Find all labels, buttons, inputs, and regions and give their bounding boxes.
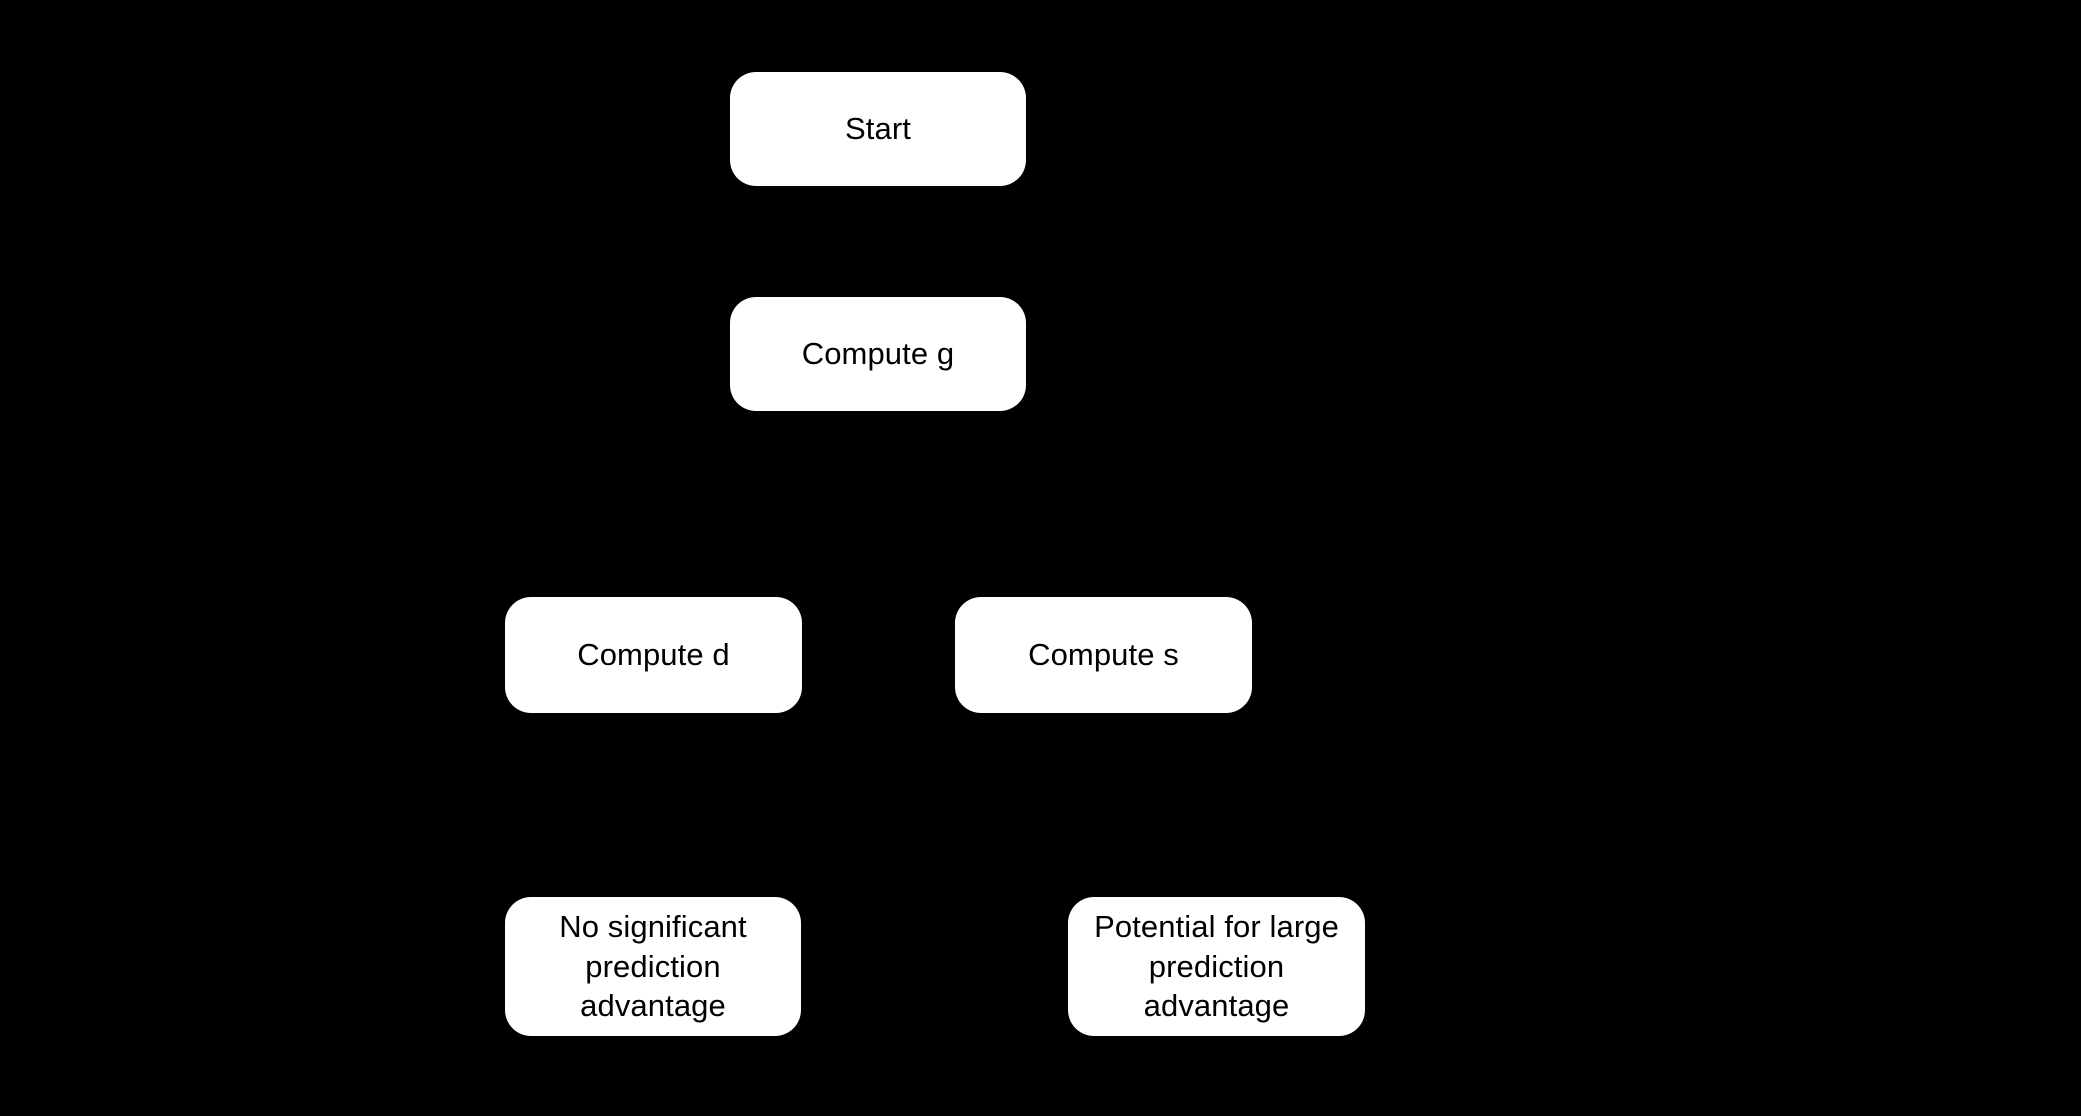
node-compute-s[interactable]: Compute s — [955, 597, 1252, 713]
node-compute-s-label: Compute s — [1028, 637, 1179, 673]
node-no-significant-prediction-advantage-label: No significant prediction advantage — [559, 908, 747, 1024]
node-potential-for-large-prediction-advantage[interactable]: Potential for large prediction advantage — [1068, 897, 1365, 1036]
node-no-significant-prediction-advantage[interactable]: No significant prediction advantage — [505, 897, 801, 1036]
edge-compute-s-to-large-advantage — [1101, 713, 1220, 894]
node-start[interactable]: Start — [730, 72, 1026, 186]
arrowhead-stub-below-compute-s — [983, 706, 992, 713]
edge-compute-g-to-compute-s — [876, 411, 1107, 594]
node-compute-g-label: Compute g — [801, 336, 955, 372]
edge-compute-g-to-compute-d — [649, 411, 880, 594]
node-compute-d-label: Compute d — [577, 637, 730, 673]
node-compute-d[interactable]: Compute d — [505, 597, 802, 713]
node-start-label: Start — [845, 111, 911, 147]
node-potential-for-large-prediction-advantage-label: Potential for large prediction advantage — [1094, 908, 1339, 1024]
node-compute-g[interactable]: Compute g — [730, 297, 1026, 411]
